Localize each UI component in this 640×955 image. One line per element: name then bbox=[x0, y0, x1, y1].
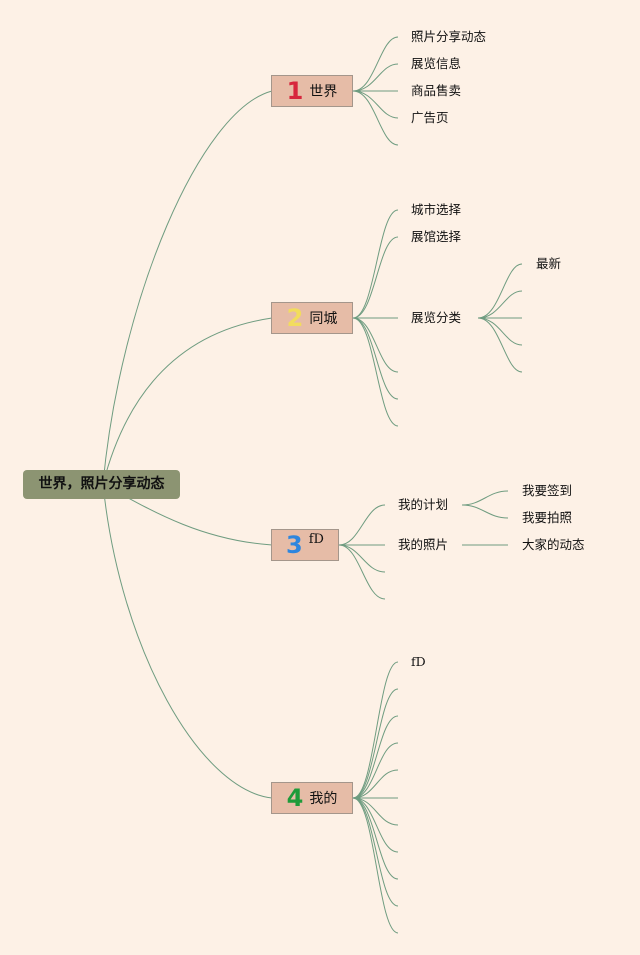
branch-node-4[interactable]: 4 我的 bbox=[271, 782, 353, 814]
branch-label-3: fD bbox=[308, 531, 324, 547]
branch-number-2: 2 bbox=[286, 304, 304, 332]
leaf-everyone-activity[interactable]: 大家的动态 bbox=[522, 537, 585, 552]
branch-number-1: 1 bbox=[286, 77, 304, 105]
leaf-my-plan[interactable]: 我的计划 bbox=[398, 497, 449, 512]
leaf-fd[interactable]: fD bbox=[411, 654, 426, 669]
leaf-exhibition-info[interactable]: 展览信息 bbox=[411, 56, 462, 71]
leaf-check-in[interactable]: 我要签到 bbox=[522, 483, 573, 498]
connector-root-branch-1 bbox=[102, 90, 273, 485]
connector-root-branch-2 bbox=[102, 317, 273, 485]
leaf-ad-page[interactable]: 广告页 bbox=[411, 110, 449, 125]
branch-number-4: 4 bbox=[286, 784, 304, 812]
branch-node-3[interactable]: 3 fD bbox=[271, 529, 339, 561]
branch-node-1[interactable]: 1 世界 bbox=[271, 75, 353, 107]
branch-label-2: 同城 bbox=[309, 311, 338, 327]
branch-node-2[interactable]: 2 同城 bbox=[271, 302, 353, 334]
branch-label-4: 我的 bbox=[309, 791, 338, 807]
root-node[interactable]: 世界，照片分享动态 bbox=[23, 470, 180, 499]
leaf-latest[interactable]: 最新 bbox=[536, 256, 562, 271]
leaf-venue-select[interactable]: 展馆选择 bbox=[411, 229, 462, 244]
leaf-take-photo[interactable]: 我要拍照 bbox=[522, 510, 573, 525]
leaf-exhibition-category[interactable]: 展览分类 bbox=[411, 310, 462, 325]
connector-root-branch-4 bbox=[102, 483, 273, 799]
leaf-goods-sale[interactable]: 商品售卖 bbox=[411, 83, 462, 98]
leaf-city-select[interactable]: 城市选择 bbox=[411, 202, 462, 217]
branch-number-3: 3 bbox=[286, 531, 303, 559]
leaf-photo-share[interactable]: 照片分享动态 bbox=[411, 29, 487, 44]
branch-label-1: 世界 bbox=[309, 84, 338, 100]
leaf-my-photos[interactable]: 我的照片 bbox=[398, 537, 449, 552]
